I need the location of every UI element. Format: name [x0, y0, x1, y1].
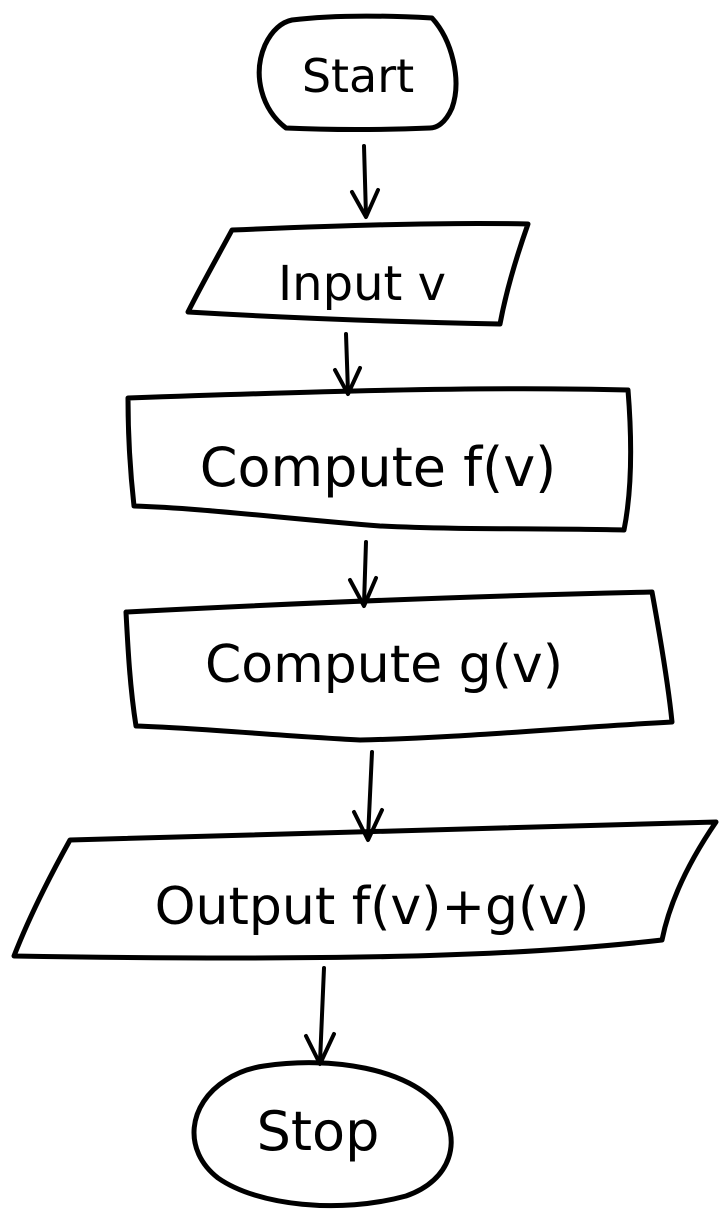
stop-label: Stop	[257, 1100, 380, 1163]
output-shape	[11, 819, 719, 961]
input-node: Input v	[185, 220, 531, 327]
compute-f-node: Compute f(v)	[125, 386, 634, 533]
start-shape	[256, 13, 459, 132]
stop-shape	[191, 1060, 454, 1209]
output-label: Output f(v)+g(v)	[155, 877, 590, 937]
arrowhead-icon	[348, 576, 378, 608]
compute-f-label: Compute f(v)	[200, 436, 557, 499]
arrow-line	[362, 144, 368, 218]
arrow-input-to-compute-f	[333, 332, 362, 396]
compute-g-node: Compute g(v)	[123, 589, 675, 743]
input-label: Input v	[278, 256, 446, 312]
compute-g-label: Compute g(v)	[205, 635, 563, 695]
compute-g-shape	[123, 589, 675, 743]
arrow-line	[344, 332, 350, 394]
stop-node: Stop	[191, 1060, 454, 1209]
compute-f-shape	[125, 386, 634, 533]
output-node: Output f(v)+g(v)	[11, 819, 719, 961]
start-node: Start	[256, 13, 459, 132]
arrowhead-icon	[350, 188, 380, 219]
input-shape	[185, 220, 531, 327]
arrow-line	[318, 966, 326, 1064]
arrowhead-icon	[333, 366, 362, 396]
arrow-output-to-stop	[304, 966, 336, 1066]
arrow-line	[366, 750, 374, 840]
arrow-compute-g-to-output	[352, 750, 384, 842]
arrow-line	[362, 540, 368, 606]
arrowhead-icon	[352, 808, 384, 842]
arrow-compute-f-to-compute-g	[348, 540, 378, 608]
start-label: Start	[302, 49, 414, 103]
arrow-start-to-input	[350, 144, 380, 219]
